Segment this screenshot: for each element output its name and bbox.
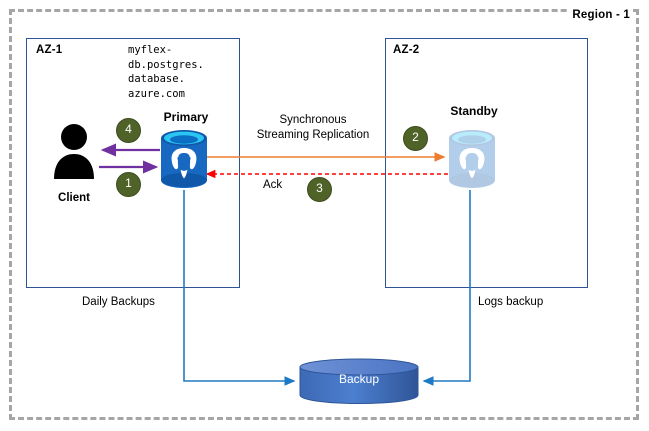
database-hostname-text: myflex- db.postgres. database. azure.com bbox=[128, 44, 204, 100]
postgresql-database-icon bbox=[161, 130, 207, 188]
backup-node-label: Backup bbox=[338, 372, 380, 386]
client-label: Client bbox=[58, 192, 90, 204]
ack-label: Ack bbox=[263, 179, 283, 191]
postgresql-database-icon bbox=[449, 130, 495, 188]
storage-cylinder-icon bbox=[299, 358, 419, 404]
availability-zone-1-box bbox=[26, 38, 240, 288]
daily-backups-label: Daily Backups bbox=[82, 296, 155, 308]
region-boundary bbox=[9, 9, 639, 420]
step-badge-1: 1 bbox=[116, 172, 141, 197]
step-badge-4: 4 bbox=[116, 118, 141, 143]
step-badge-3: 3 bbox=[307, 177, 332, 202]
region-label: Region - 1 bbox=[569, 9, 633, 21]
step-badge-2: 2 bbox=[403, 126, 428, 151]
primary-node-label: Primary bbox=[163, 110, 209, 124]
logs-backup-label: Logs backup bbox=[478, 296, 544, 308]
replication-label: Synchronous Streaming Replication bbox=[256, 114, 370, 141]
availability-zone-2-box bbox=[385, 38, 588, 288]
standby-node-label: Standby bbox=[450, 104, 498, 118]
availability-zone-2-label: AZ-2 bbox=[393, 44, 420, 56]
user-icon bbox=[54, 124, 94, 179]
availability-zone-1-label: AZ-1 bbox=[36, 44, 63, 56]
